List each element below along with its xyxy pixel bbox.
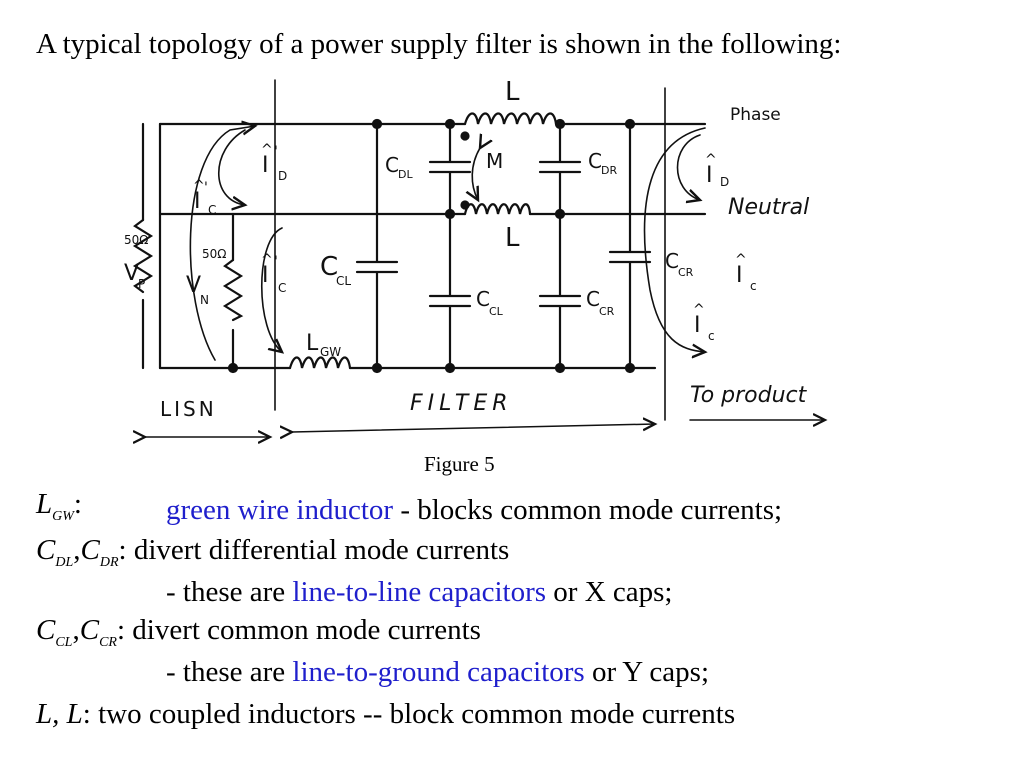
label-vn-sub: N [200,293,209,307]
label-ccr-right-sub: CR [678,266,694,279]
cd-line: CDL,CDR: divert differential mode curren… [36,534,510,570]
label-ccl-small-sub: CL [489,305,504,318]
label-phase: Phase [730,105,781,125]
label-m: M [486,149,503,173]
label-ccr-small-sub: CR [599,305,615,318]
label-id-left: I [262,153,269,178]
label-ic-mid: I [262,263,269,288]
label-id-left-hat: ^ [261,142,273,158]
label-ccr-small: C [586,287,600,311]
label-ic-right-top: I [736,263,743,288]
cdr-cap [538,122,582,216]
cc-line: CCL,CCR: divert common mode currents [36,614,481,650]
label-vp: V [124,261,139,286]
figure-caption: Figure 5 [424,452,495,476]
label-id-left-prime: ' [274,144,278,160]
label-to-product: To product [690,383,808,408]
label-lisn: LISN [160,397,217,421]
label-cdl-sub: DL [398,168,413,181]
label-ic-mid-sub: C [278,281,286,295]
resistor-neutral [222,258,244,322]
lgw-coil [288,356,352,370]
label-ccl-small: C [476,287,490,311]
label-r-top: 50Ω [124,233,148,247]
ccr-small-cap [538,212,582,370]
label-vp-sub: P [138,277,145,291]
label-ic-left-prime: ' [204,180,208,196]
ccl-small-cap [428,212,472,370]
label-ic-left: I [194,189,201,214]
label-filter: FILTER [410,391,513,416]
label-lgw: L [306,331,319,356]
label-cdr: C [588,149,602,173]
line-to-line-highlight: line-to-line capacitors [292,576,547,608]
label-id-left-sub: D [278,169,287,183]
l-bottom-coil [463,203,532,216]
label-ic-left-sub: C [208,203,216,217]
label-ic-right-top-hat: ^ [735,252,747,268]
label-ic-right-top-sub: c [750,279,757,293]
line-to-ground-highlight: line-to-ground capacitors [292,656,585,688]
lgw-highlight: green wire inductor [166,494,394,526]
label-cdr-sub: DR [601,164,617,177]
ccr-right-cap [608,122,652,370]
label-l-bottom: L [505,223,520,253]
lgw-symbol: LGW: [36,488,82,524]
ll-line: L, L: two coupled inductors -- block com… [36,698,736,730]
label-ic-right-bottom: I [694,313,701,338]
label-ccr-right: C [665,249,679,273]
lgw-description: green wire inductor - blocks common mode… [166,494,783,526]
l-top-coil [463,112,558,126]
label-l-top: L [505,77,520,107]
label-id-right-sub: D [720,175,729,189]
label-cdl: C [385,153,399,177]
label-ic-left-hat: ^ [193,178,205,194]
cd-line-2: - these are line-to-line capacitors or X… [166,576,673,608]
label-lgw-sub: GW [320,345,341,359]
label-ic-right-bottom-sub: c [708,329,715,343]
cc-line-2: - these are line-to-ground capacitors or… [166,656,710,688]
label-ic-mid-prime: ' [274,254,278,270]
label-r-bottom: 50Ω [202,247,226,261]
ccl-big-cap [355,122,399,370]
label-ic-mid-hat: ^ [261,252,273,268]
cdl-cap [428,122,472,216]
label-neutral: Neutral [728,195,809,220]
resistor-phase [132,218,154,294]
label-vn: V [186,273,201,298]
label-ic-right-bottom-hat: ^ [693,302,705,318]
label-id-right-hat: ^ [705,152,717,168]
label-id-right: I [706,163,713,188]
label-ccl-big-sub: CL [336,274,351,288]
cd-symbols: CDL,CDR [36,534,119,570]
cc-symbols: CCL,CCR [36,614,117,650]
intro-text: A typical topology of a power supply fil… [36,28,842,60]
label-ccl-big: C [320,252,338,282]
